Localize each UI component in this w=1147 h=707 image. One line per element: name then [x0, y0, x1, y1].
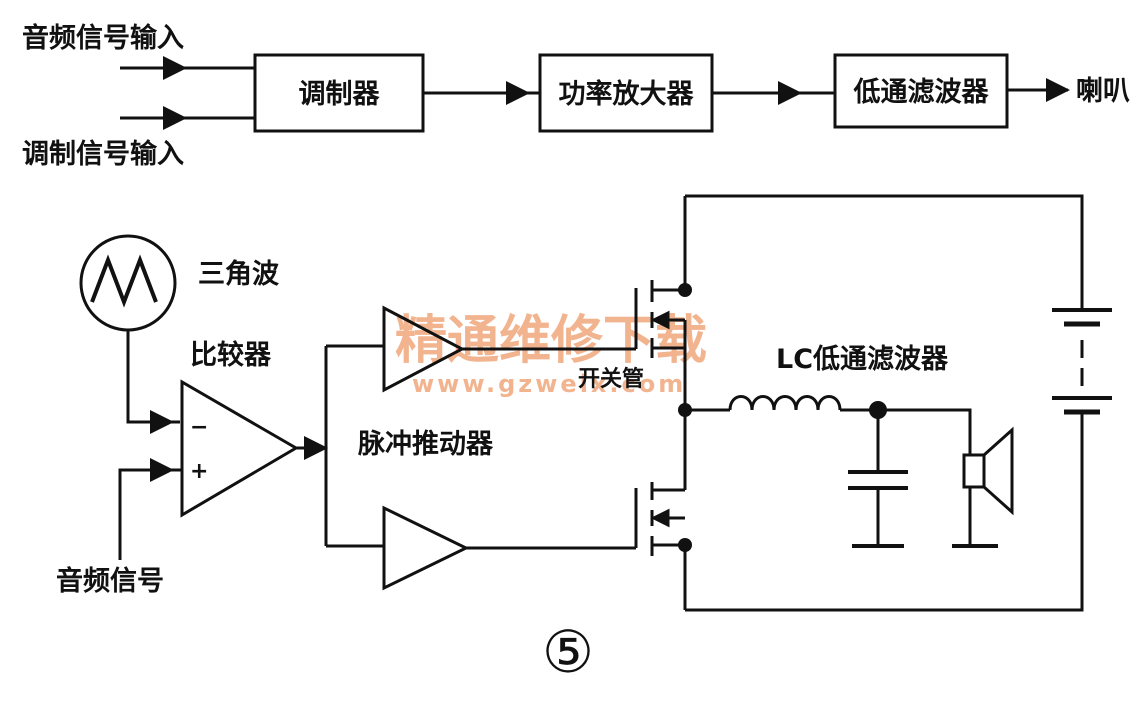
junctions: [678, 283, 887, 552]
comparator-minus: −: [190, 415, 208, 440]
triangle-wave-icon: [90, 254, 158, 308]
modulator-label: 调制器: [299, 79, 381, 110]
modulation-input-label: 调制信号输入: [22, 138, 184, 170]
pulse-driver-label: 脉冲推动器: [357, 429, 494, 460]
triangle-wave-source: [79, 234, 177, 332]
audio-signal-label: 音频信号: [56, 565, 164, 597]
battery: [1052, 308, 1112, 415]
speaker-icon: [952, 426, 1014, 548]
comparator-triangle: [180, 379, 299, 518]
lower-mosfet: [650, 482, 685, 556]
lower-driver-triangle: [382, 505, 470, 591]
triangle-wave-label: 三角波: [198, 258, 280, 290]
upper-driver-triangle: [382, 305, 466, 393]
audio-to-comparator-wire: [118, 468, 182, 560]
comparator-plus: +: [190, 459, 208, 484]
comparator-label: 比较器: [190, 339, 272, 371]
circuit: [79, 194, 1112, 612]
switch-tube-label: 开关管: [578, 366, 644, 392]
audio-input-label: 音频信号输入: [22, 22, 184, 54]
block-diagram: [120, 53, 1070, 133]
filter-output-wire: [878, 408, 972, 455]
watermark-url: www.gzweix.com: [412, 370, 686, 398]
figure-number: ⑤: [542, 618, 594, 686]
power-amp-label: 功率放大器: [559, 78, 695, 110]
triangle-to-comparator-wire: [126, 330, 180, 424]
supply-loop-wire: [685, 194, 1084, 310]
inductor: [728, 395, 842, 411]
lc-filter-label: LC低通滤波器: [776, 344, 949, 375]
lowpass-label: 低通滤波器: [853, 77, 990, 108]
speaker-label: 喇叭: [1076, 76, 1130, 107]
capacitor: [848, 410, 908, 548]
